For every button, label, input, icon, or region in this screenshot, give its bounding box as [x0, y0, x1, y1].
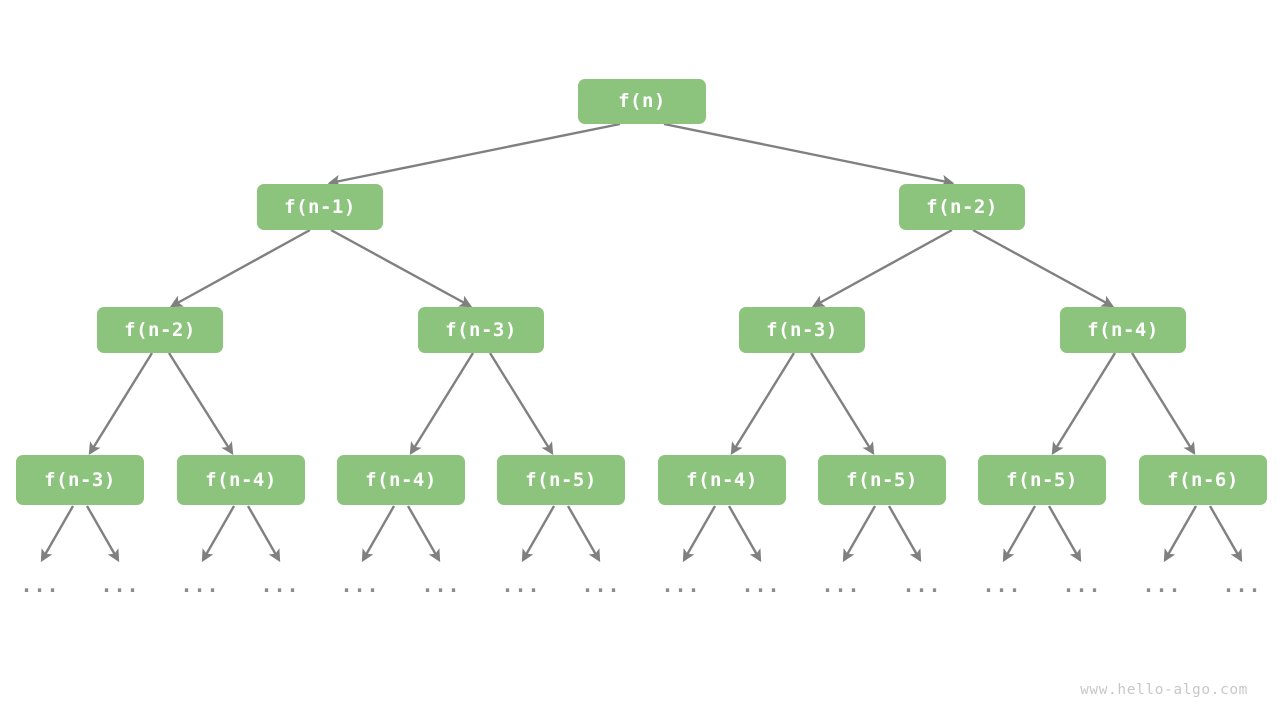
tree-edge	[169, 228, 311, 308]
tree-node-n1[interactable]: f(n-1)	[257, 184, 383, 230]
tree-node-label: f(n-2)	[124, 318, 196, 341]
tree-node-label: f(n-4)	[365, 468, 437, 491]
ellipsis-marker: ...	[501, 573, 541, 597]
tree-node-n4[interactable]: f(n-3)	[418, 307, 544, 353]
ellipsis-marker: ...	[902, 573, 942, 597]
tree-edge	[327, 122, 621, 188]
tree-node-n6[interactable]: f(n-4)	[1060, 307, 1186, 353]
tree-edge	[1163, 505, 1198, 563]
tree-node-n10[interactable]: f(n-5)	[497, 455, 625, 505]
tree-node-label: f(n-1)	[284, 195, 356, 218]
tree-node-n13[interactable]: f(n-5)	[978, 455, 1106, 505]
ellipsis-marker: ...	[260, 573, 300, 597]
tree-edge	[201, 505, 236, 563]
tree-edge	[809, 352, 875, 456]
tree-edge	[1208, 505, 1243, 563]
tree-edge	[842, 505, 877, 563]
ellipsis-marker: ...	[741, 573, 781, 597]
tree-node-label: f(n-4)	[1087, 318, 1159, 341]
tree-edge	[1047, 505, 1082, 563]
tree-edge	[887, 505, 922, 563]
tree-edge	[361, 505, 396, 563]
tree-node-label: f(n-3)	[766, 318, 838, 341]
tree-edge	[488, 352, 554, 456]
watermark-label: www.hello-algo.com	[1080, 682, 1248, 698]
tree-node-label: f(n)	[618, 89, 666, 112]
tree-node-label: f(n-3)	[44, 468, 116, 491]
tree-node-label: f(n-4)	[205, 468, 277, 491]
tree-node-label: f(n-5)	[525, 468, 597, 491]
tree-edge	[811, 228, 953, 308]
ellipsis-marker: ...	[821, 573, 861, 597]
tree-node-n14[interactable]: f(n-6)	[1139, 455, 1267, 505]
ellipsis-marker: ...	[661, 573, 701, 597]
tree-edge	[246, 505, 281, 563]
tree-node-label: f(n-3)	[445, 318, 517, 341]
tree-edge	[406, 505, 441, 563]
tree-node-label: f(n-2)	[926, 195, 998, 218]
tree-edge	[730, 352, 796, 456]
ellipsis-marker: ...	[100, 573, 140, 597]
tree-node-n12[interactable]: f(n-5)	[818, 455, 946, 505]
tree-edge	[566, 505, 601, 563]
tree-node-n9[interactable]: f(n-4)	[337, 455, 465, 505]
tree-edge	[1051, 352, 1117, 456]
ellipsis-marker: ...	[982, 573, 1022, 597]
tree-node-n2[interactable]: f(n-2)	[899, 184, 1025, 230]
tree-edge	[663, 122, 955, 188]
ellipsis-marker: ...	[581, 573, 621, 597]
tree-edge	[972, 228, 1115, 308]
ellipsis-marker: ...	[1222, 573, 1262, 597]
ellipsis-marker: ...	[20, 573, 60, 597]
ellipsis-marker: ...	[1142, 573, 1182, 597]
ellipsis-marker: ...	[421, 573, 461, 597]
tree-node-n5[interactable]: f(n-3)	[739, 307, 865, 353]
tree-node-n11[interactable]: f(n-4)	[658, 455, 786, 505]
ellipsis-marker: ...	[1062, 573, 1102, 597]
tree-edge	[40, 505, 75, 563]
tree-edge	[727, 505, 762, 563]
tree-edge	[85, 505, 120, 563]
tree-edge	[330, 228, 473, 308]
ellipsis-marker: ...	[180, 573, 220, 597]
ellipsis-marker: ...	[340, 573, 380, 597]
tree-node-label: f(n-5)	[846, 468, 918, 491]
tree-node-label: f(n-5)	[1006, 468, 1078, 491]
tree-node-n0[interactable]: f(n)	[578, 78, 706, 124]
tree-node-label: f(n-4)	[686, 468, 758, 491]
tree-edge	[521, 505, 556, 563]
tree-edge	[409, 352, 475, 456]
tree-node-n7[interactable]: f(n-3)	[16, 455, 144, 505]
tree-edge	[167, 352, 234, 456]
tree-node-label: f(n-6)	[1167, 468, 1239, 491]
tree-edge	[1002, 505, 1037, 563]
tree-node-n8[interactable]: f(n-4)	[177, 455, 305, 505]
tree-edge	[1130, 352, 1196, 456]
tree-edge	[88, 352, 154, 456]
tree-node-n3[interactable]: f(n-2)	[97, 307, 223, 353]
tree-edge	[682, 505, 717, 563]
